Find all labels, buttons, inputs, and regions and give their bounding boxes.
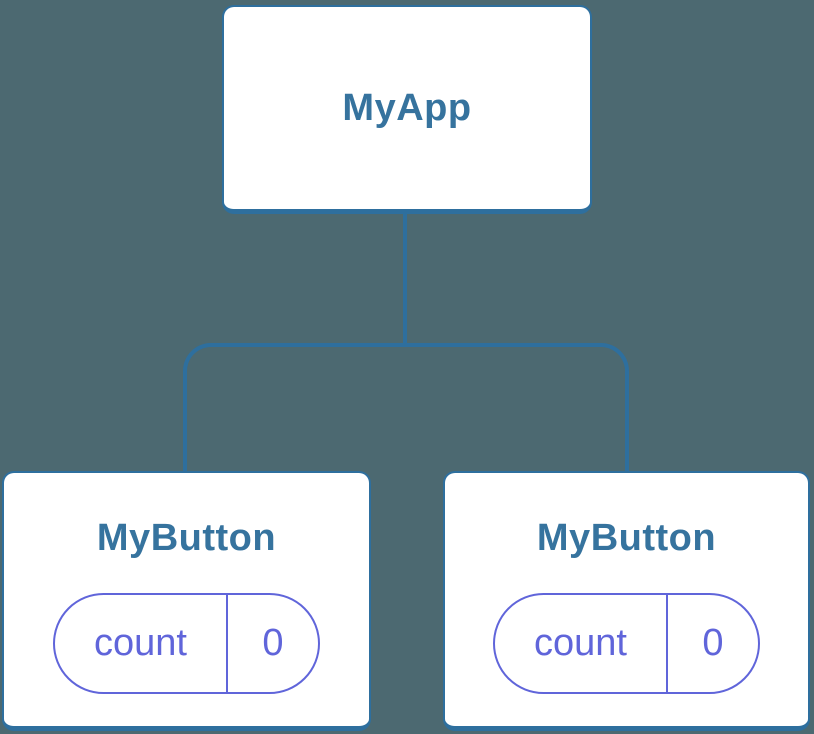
connector-stem [403,214,407,347]
node-myapp: MyApp [222,5,592,214]
node-mybutton-right-label: MyButton [536,517,717,559]
state-key: count [55,595,228,692]
connector-bracket [183,343,629,471]
state-key: count [495,595,668,692]
state-value: 0 [262,622,284,664]
state-pill: count 0 [493,593,760,694]
node-myapp-label: MyApp [342,87,472,129]
node-mybutton-right: MyButton count 0 [443,471,810,731]
state-value: 0 [702,622,724,664]
node-mybutton-left: MyButton count 0 [2,471,371,731]
state-pill: count 0 [53,593,320,694]
node-mybutton-left-label: MyButton [96,517,277,559]
